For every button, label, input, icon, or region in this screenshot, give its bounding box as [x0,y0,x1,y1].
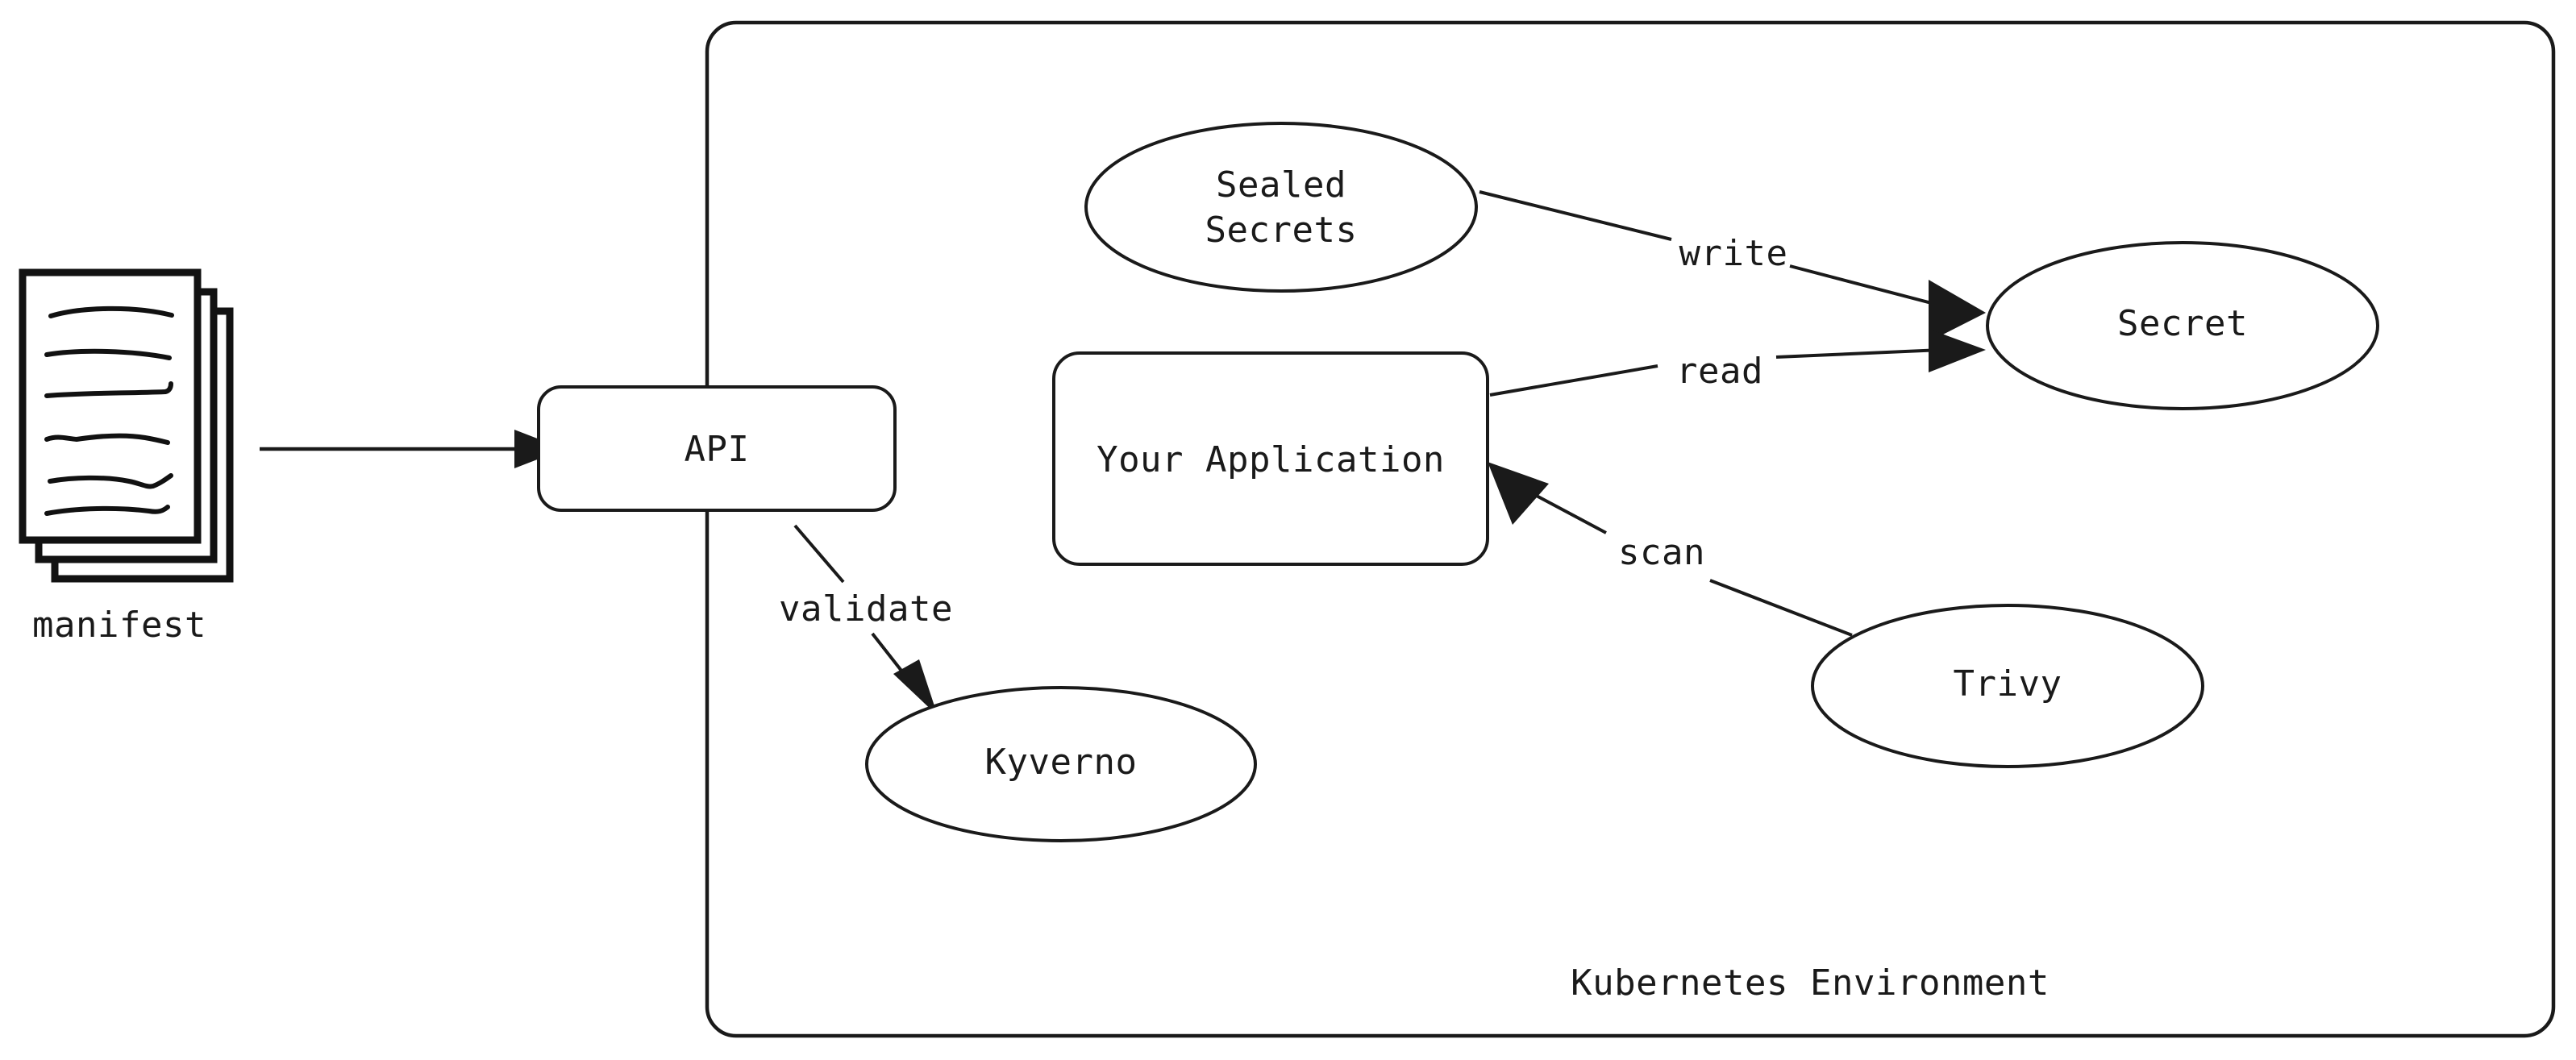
node-your-application-label: Your Application [1097,439,1445,480]
node-your-application: Your Application [1052,351,1489,566]
manifest-icon [19,268,234,583]
node-kyverno: Kyverno [865,686,1257,842]
arrowhead-icon [1929,329,1986,372]
node-trivy: Trivy [1811,604,2204,768]
kubernetes-environment-label: Kubernetes Environment [1571,962,2050,1004]
edge-manifest-to-api [260,430,564,468]
node-api: API [537,385,897,512]
edge-label-read: read [1676,351,1763,392]
node-api-label: API [685,429,750,470]
edge-label-validate: validate [779,588,953,630]
edge-app-to-secret [1489,329,1986,397]
node-sealed-secrets: Sealed Secrets [1084,122,1478,293]
edge-trivy-to-app [1488,462,1853,637]
edge-api-to-kyverno [793,524,938,716]
node-secret: Secret [1986,241,2379,410]
edge-label-write: write [1679,233,1788,274]
arrowhead-icon [893,659,938,716]
edge-label-scan: scan [1618,532,1705,573]
node-kyverno-label: Kyverno [985,742,1138,783]
edge-sealed-secrets-to-secret [1479,190,1986,342]
node-secret-label: Secret [2117,303,2248,344]
node-sealed-secrets-label-line1: Sealed [1216,164,1346,206]
node-sealed-secrets-label-line2: Secrets [1205,210,1358,251]
manifest-label: manifest [32,605,206,646]
arrowhead-icon [1488,462,1549,525]
node-trivy-label: Trivy [1954,663,2062,705]
kubernetes-environment-container [705,20,2556,1038]
arrowhead-icon [1929,280,1986,342]
